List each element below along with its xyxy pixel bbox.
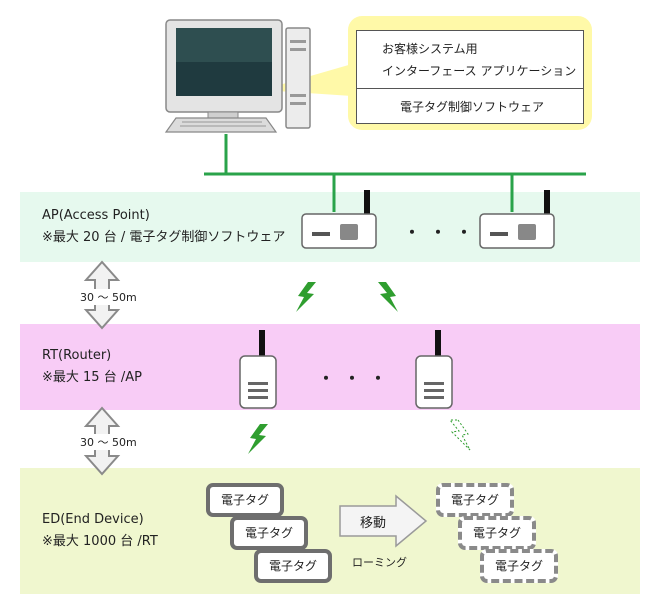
ap-subtitle: ※最大 20 台 / 電子タグ制御ソフトウェア — [42, 230, 286, 245]
rt-title: RT(Router) — [42, 348, 112, 363]
move-label: 移動 — [360, 516, 387, 531]
tag-right-2: 電子タグ — [458, 516, 536, 550]
lightning-icon — [378, 282, 398, 312]
ap-ellipsis: ・・・ — [404, 223, 483, 242]
software-callout-box — [356, 30, 584, 124]
rt-ellipsis: ・・・ — [318, 369, 397, 388]
desktop-computer-icon — [164, 19, 311, 133]
tag-right-1: 電子タグ — [436, 483, 514, 517]
rt-subtitle: ※最大 15 台 /AP — [42, 370, 142, 385]
ed-band-label: ED(End Device) ※最大 1000 台 /RT — [42, 509, 158, 553]
lightning-icon — [448, 419, 471, 451]
distance-label-ap-rt: 30 ～ 50m — [78, 289, 139, 305]
tag-left-1: 電子タグ — [206, 483, 284, 517]
router-icon — [415, 330, 453, 409]
tag-right-3: 電子タグ — [480, 549, 558, 583]
move-arrow-icon — [339, 494, 428, 548]
rt-band — [20, 324, 640, 410]
access-point-icon — [301, 190, 377, 249]
ap-band-label: AP(Access Point) ※最大 20 台 / 電子タグ制御ソフトウェア — [42, 205, 285, 249]
callout-line-3: 電子タグ制御ソフトウェア — [400, 100, 545, 114]
lightning-icon — [296, 282, 316, 312]
roaming-caption: ローミング — [352, 556, 407, 569]
router-icon — [239, 330, 277, 409]
callout-line-1: お客様システム用 — [382, 42, 478, 56]
network-line — [204, 134, 586, 212]
tag-left-3: 電子タグ — [254, 549, 332, 583]
distance-label-rt-ed: 30 ～ 50m — [78, 434, 139, 450]
callout-line-2: インターフェース アプリケーション — [382, 64, 577, 78]
ed-subtitle: ※最大 1000 台 /RT — [42, 534, 158, 549]
rt-band-label: RT(Router) ※最大 15 台 /AP — [42, 345, 142, 389]
tag-left-2: 電子タグ — [230, 516, 308, 550]
access-point-icon — [479, 190, 555, 249]
callout-divider — [356, 88, 584, 89]
ed-title: ED(End Device) — [42, 512, 144, 527]
ap-title: AP(Access Point) — [42, 208, 150, 223]
lightning-icon — [248, 424, 268, 454]
